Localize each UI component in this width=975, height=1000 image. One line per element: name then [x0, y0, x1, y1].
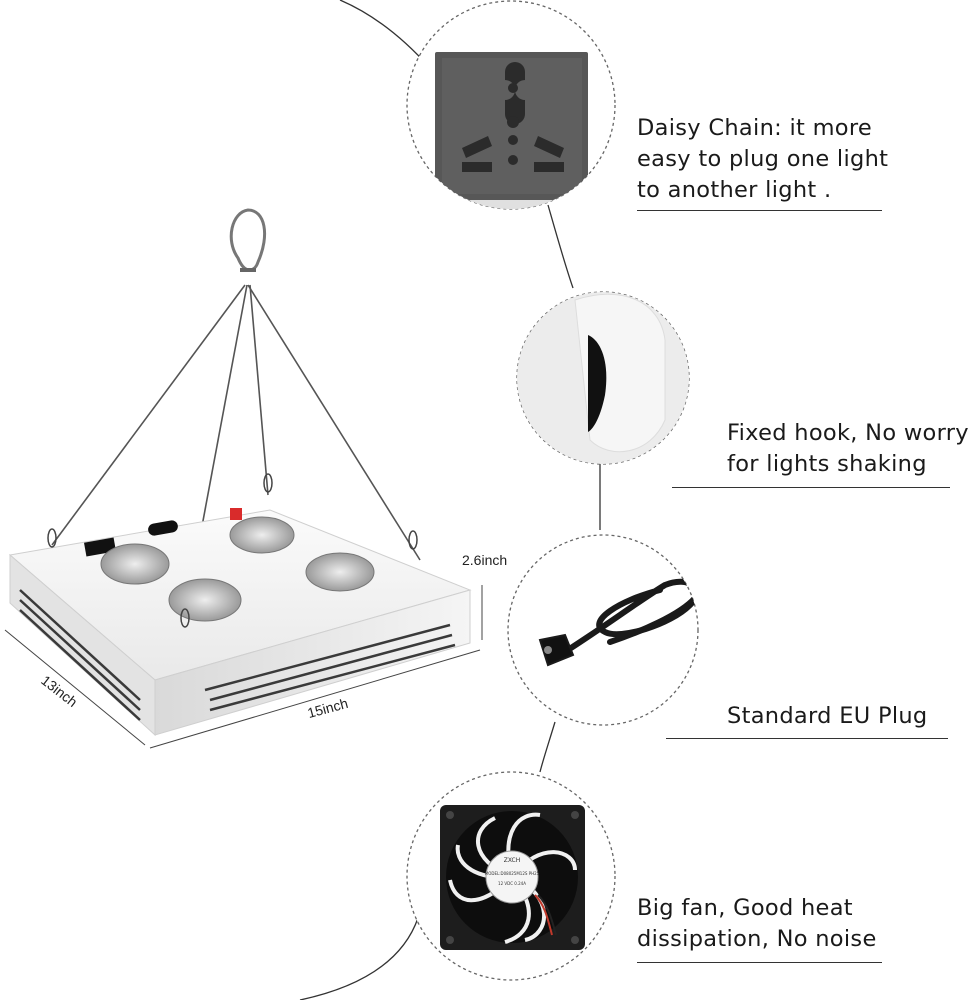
- carabiner-icon: [229, 208, 267, 272]
- fan-detail-bubble: ZXCH MODEL:D08025M12S PH25 12 VDC 0.24A: [406, 771, 616, 981]
- fixed-hook-caption: Fixed hook, No worry for lights shaking: [727, 420, 969, 477]
- fan-brand-label: ZXCH: [504, 857, 521, 864]
- fan-underline: [637, 962, 882, 963]
- grow-light-fixture: [4, 208, 483, 749]
- side-vents: [19, 589, 456, 721]
- hook-detail-bubble: [516, 291, 690, 465]
- cooling-fan-icon: ZXCH MODEL:D08025M12S PH25 12 VDC 0.24A: [440, 805, 585, 950]
- daisy-chain-underline: [637, 210, 882, 211]
- eu-plug-caption: Standard EU Plug: [727, 703, 928, 729]
- fixture-fans: [100, 516, 375, 622]
- fixed-hook-underline: [672, 487, 950, 488]
- fan-caption: Big fan, Good heat dissipation, No noise: [637, 895, 877, 952]
- toggle-switch-icon: [148, 520, 178, 536]
- plug-detail-bubble: [507, 534, 699, 726]
- eu-plug-underline: [666, 738, 948, 739]
- hook-slot-icon: [517, 292, 689, 464]
- daisy-chain-caption: Daisy Chain: it more easy to plug one li…: [637, 115, 889, 203]
- eu-plug-cable-icon: [538, 578, 698, 667]
- power-switch-icon: [230, 508, 242, 520]
- height-dimension-label: 2.6inch: [462, 552, 508, 568]
- socket-detail-bubble: [406, 0, 616, 210]
- universal-socket-icon: [435, 52, 588, 200]
- dimension-lines: [4, 585, 483, 749]
- fan-model-label: MODEL:D08025M12S PH25: [485, 871, 540, 876]
- fan-rating-label: 12 VDC 0.24A: [498, 881, 526, 886]
